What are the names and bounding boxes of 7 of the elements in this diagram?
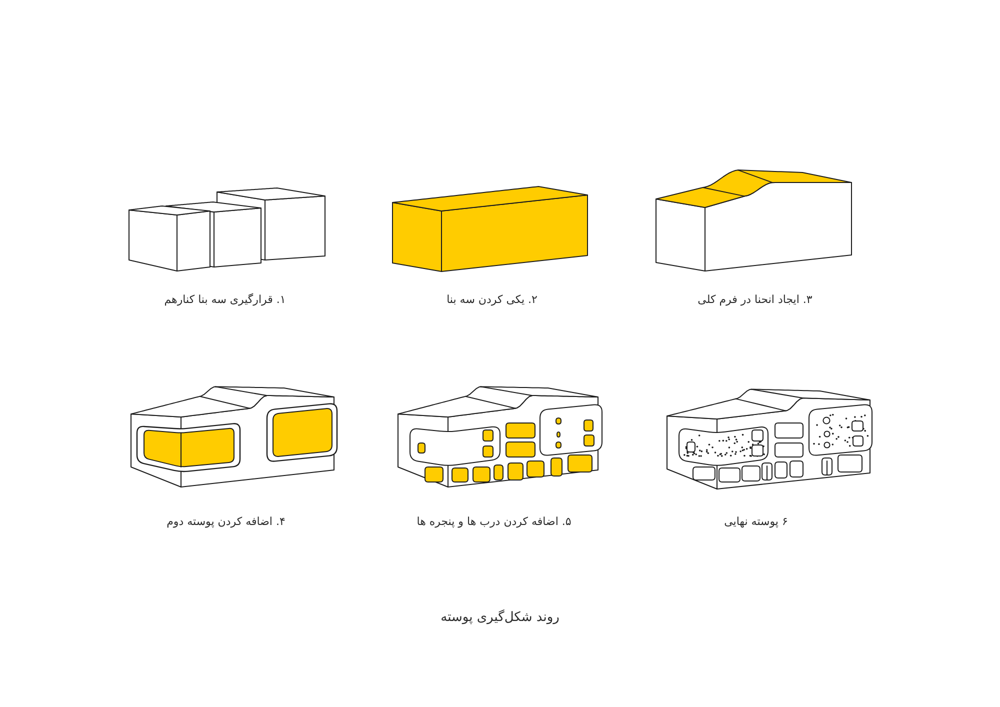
diagram-caption: روند شکل‌گیری پوسته: [440, 610, 560, 626]
step-caption: ۵. اضافه کردن درب ها و پنجره ها: [416, 515, 572, 529]
step-caption: ۶ پوسته نهایی: [724, 515, 788, 529]
step-caption: ۴. اضافه کردن پوسته دوم: [166, 515, 286, 529]
step-caption: ۳. ایجاد انحنا در فرم کلی: [698, 293, 812, 307]
step-caption: ۱. قرارگیری سه بنا کنارهم: [164, 293, 286, 307]
step-caption: ۲. یکی کردن سه بنا: [446, 293, 538, 307]
